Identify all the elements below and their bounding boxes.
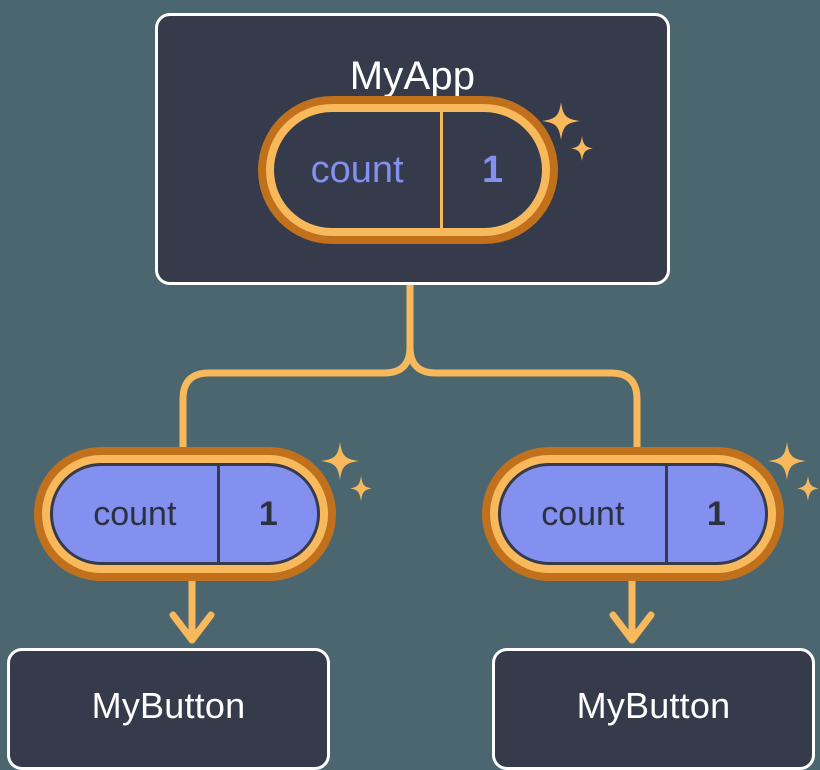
- state-key: count: [310, 148, 404, 191]
- state-pill-ring: count 1: [490, 455, 776, 573]
- state-pill-ring: count 1: [42, 455, 328, 573]
- state-value: 1: [216, 466, 317, 562]
- state-value: 1: [440, 112, 542, 228]
- edge-root-to-left-child: [179, 281, 414, 456]
- state-value: 1: [664, 466, 765, 562]
- state-pill-body: count 1: [274, 112, 542, 228]
- component-card-mybutton-right[interactable]: MyButton: [492, 648, 815, 770]
- component-title: MyApp: [349, 54, 476, 98]
- edge-right-pill-to-button: [609, 568, 655, 644]
- state-pill-body: count 1: [498, 463, 768, 565]
- state-pill-ring: count 1: [266, 104, 550, 236]
- edge-left-pill-to-button: [169, 568, 215, 644]
- state-key: count: [93, 494, 177, 533]
- component-title: MyButton: [576, 685, 731, 726]
- state-key: count: [541, 494, 625, 533]
- arrow-down-icon: [169, 611, 215, 644]
- component-card-mybutton-left[interactable]: MyButton: [7, 648, 330, 770]
- arrow-down-icon: [609, 611, 655, 644]
- edge-root-to-right-child: [406, 281, 641, 456]
- state-pill-body: count 1: [50, 463, 320, 565]
- component-title: MyButton: [91, 685, 246, 726]
